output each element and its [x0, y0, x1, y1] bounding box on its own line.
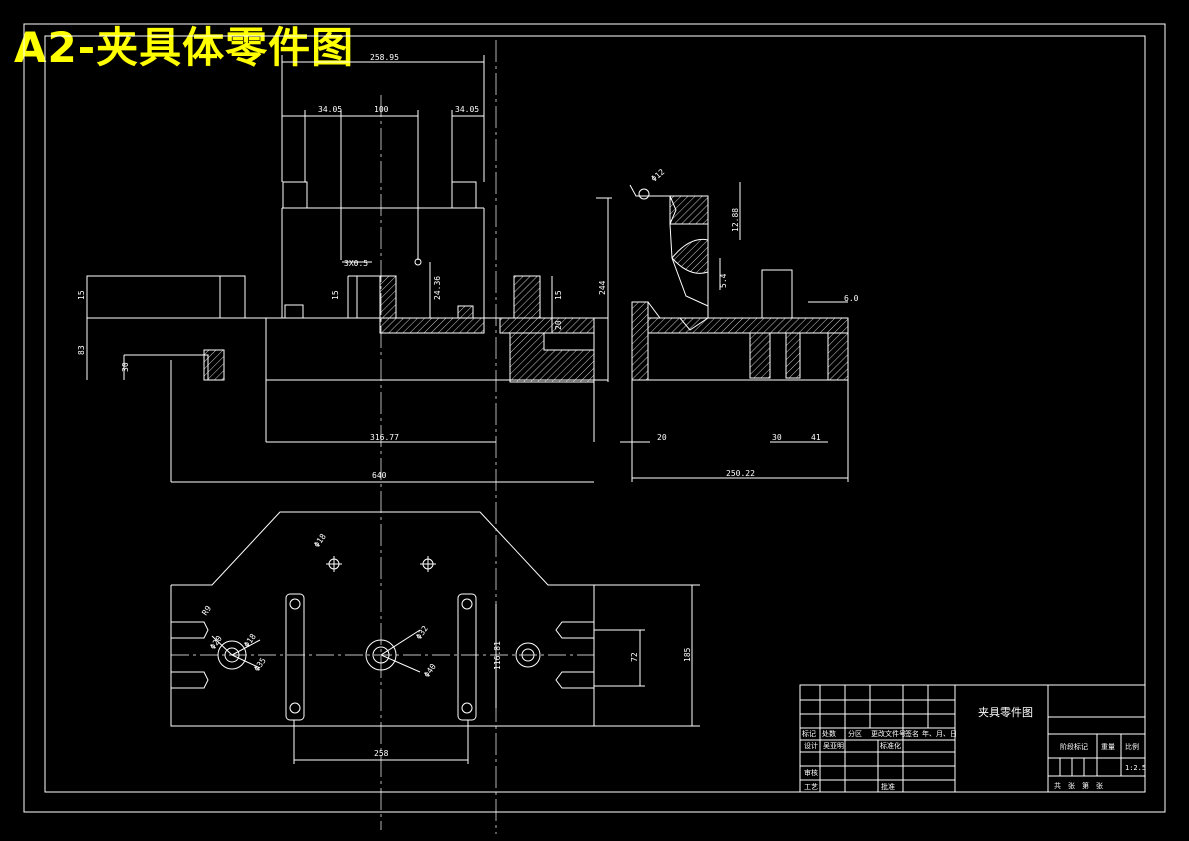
dim-top-dia-a: Φ18	[312, 532, 328, 549]
dim-front-mid-w: 100	[374, 105, 389, 114]
dim-24-36: 24.36	[433, 276, 442, 300]
front-view	[86, 55, 612, 483]
tb-r-process: 工艺	[804, 783, 818, 791]
tb-r-approve: 批准	[881, 782, 895, 791]
tb-scale-value: 1:2.5	[1125, 764, 1146, 772]
dim-side-41: 41	[811, 433, 821, 442]
dim-side-6-0: 6.0	[844, 294, 859, 303]
tb-drawing-name: 夹具零件图	[978, 706, 1033, 719]
dim-15c: 15	[554, 290, 563, 300]
dim-640: 640	[372, 471, 387, 480]
dim-top-258: 258	[374, 749, 389, 758]
dim-top-72: 72	[630, 652, 639, 662]
tb-r-review: 审核	[804, 768, 818, 777]
inner-frame	[44, 35, 1146, 793]
dim-15a: 15	[77, 290, 86, 300]
dim-front-top: 258.95	[370, 53, 399, 62]
dim-top-185: 185	[683, 647, 692, 662]
tb-stage-mark: 阶段标记	[1060, 742, 1088, 751]
tb-sheets: 共 张 第 张	[1054, 781, 1103, 790]
tb-h-zone: 分区	[848, 729, 862, 738]
outer-frame	[23, 23, 1166, 813]
tb-h-mark: 标记	[802, 729, 816, 738]
tb-h-date: 年、月、日	[922, 729, 957, 738]
tb-r-design: 设计	[804, 741, 818, 750]
dim-83: 83	[77, 345, 86, 355]
dim-side-250-22: 250.22	[726, 469, 755, 478]
dim-front-right-w: 34.05	[455, 105, 479, 114]
title-block	[799, 684, 1146, 793]
side-view	[620, 182, 849, 482]
dim-15b: 15	[331, 290, 340, 300]
tb-h-sign: 签名	[905, 729, 919, 738]
dim-side-30: 30	[772, 433, 782, 442]
dim-244: 244	[598, 280, 607, 295]
tb-h-count: 处数	[822, 729, 836, 738]
tb-r-designer: 吴亚明	[823, 742, 844, 750]
dim-top-116: 116.81	[493, 641, 502, 670]
dim-316-77: 316.77	[370, 433, 399, 442]
top-view	[170, 511, 700, 764]
dim-front-left-w: 34.05	[318, 105, 342, 114]
dim-30: 30	[121, 362, 130, 372]
dim-20: 20	[554, 320, 563, 330]
dim-side-12-88: 12.88	[731, 208, 740, 232]
dim-side-5-4: 5.4	[719, 273, 728, 288]
tb-r-std: 标准化	[880, 741, 901, 750]
dim-side-20: 20	[657, 433, 667, 442]
dim-top-dia-e: Φ32	[414, 624, 430, 641]
dim-side-dia: Φ12	[650, 167, 667, 183]
dim-chamfer: 3X0.5	[344, 259, 368, 268]
dim-top-r: R9	[200, 604, 213, 617]
dim-top-dia-d: Φ20	[208, 634, 224, 651]
drawing-title: A2-夹具体零件图	[14, 23, 355, 72]
dim-top-dia-b: Φ18	[242, 632, 258, 649]
tb-h-doc: 更改文件号	[871, 729, 906, 738]
dim-top-dia-f: Φ40	[422, 662, 438, 679]
dim-top-dia-c: Φ35	[252, 656, 268, 673]
tb-scale: 比例	[1125, 742, 1139, 751]
tb-weight: 重量	[1101, 743, 1115, 751]
